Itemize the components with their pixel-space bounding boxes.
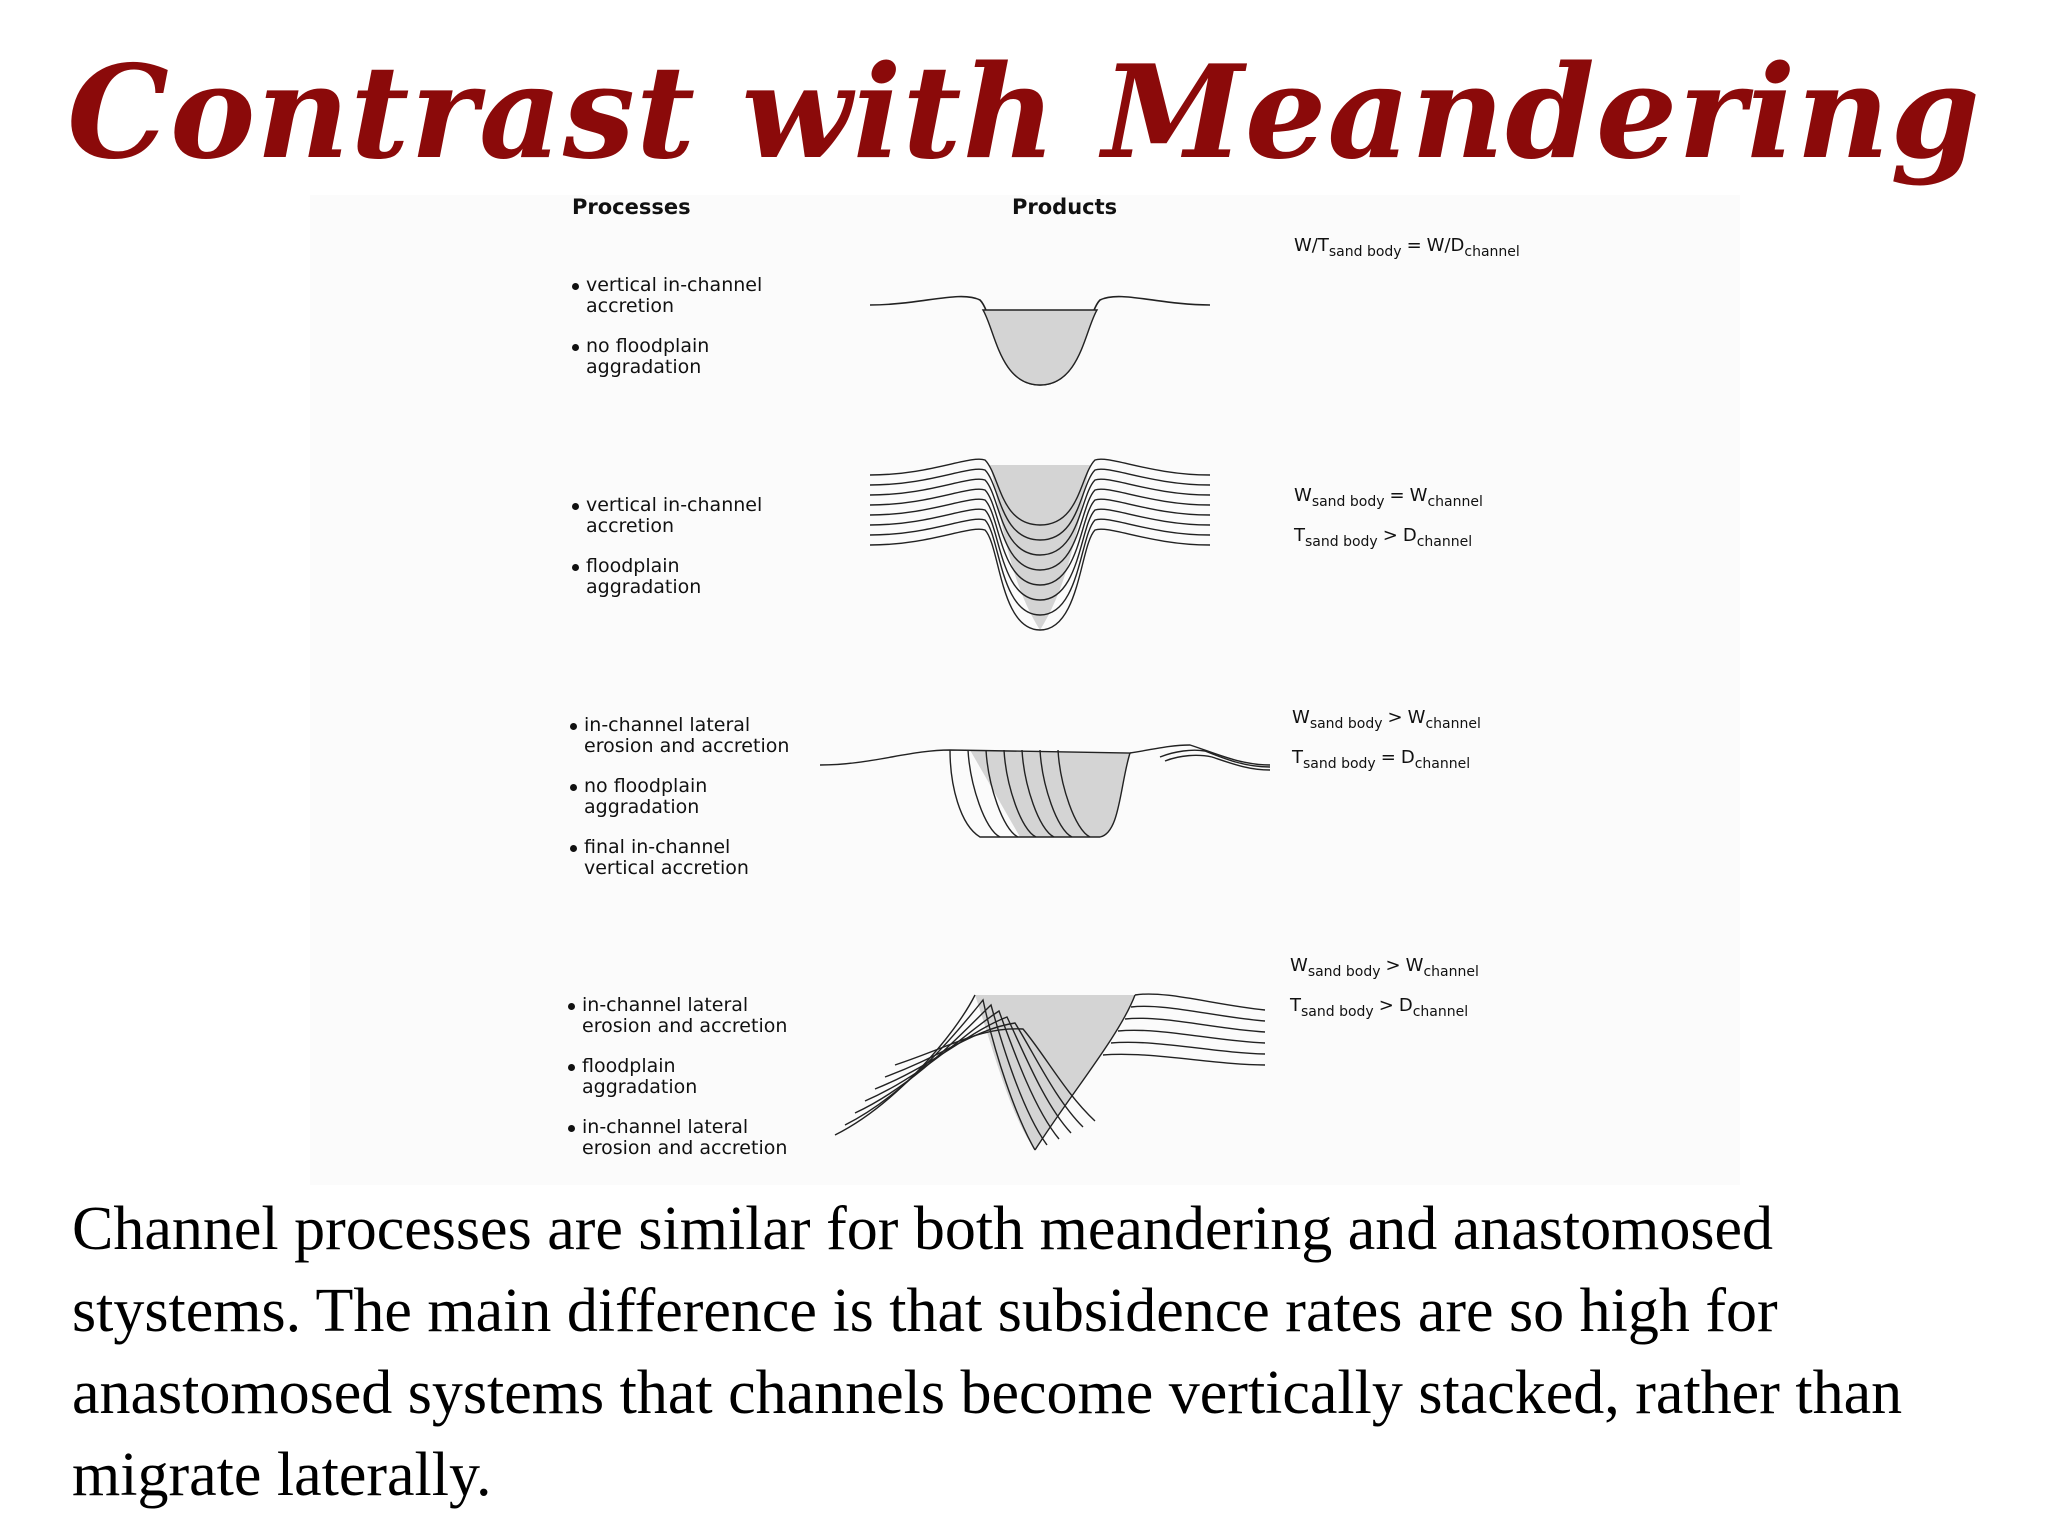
- relation-op: >: [1383, 707, 1408, 728]
- relation-row-2b: Tsand body>Dchannel: [1294, 525, 1472, 550]
- processes-list-row-1: vertical in-channel accretion no floodpl…: [570, 275, 762, 397]
- relation-row-4a: Wsand body>Wchannel: [1290, 955, 1479, 980]
- relation-b: D: [1403, 525, 1417, 546]
- relation-b: D: [1399, 995, 1413, 1016]
- vertically-stacked-channel-icon: [870, 455, 1210, 635]
- relation-b-sub: channel: [1413, 1004, 1468, 1020]
- process-item: vertical in-channel accretion: [570, 495, 762, 537]
- relation-b: W/D: [1427, 235, 1465, 256]
- relation-op: =: [1385, 485, 1410, 506]
- relation-a: W: [1292, 707, 1310, 728]
- relation-b-sub: channel: [1423, 964, 1478, 980]
- processes-header: Processes: [572, 195, 691, 219]
- relation-row-3a: Wsand body>Wchannel: [1292, 707, 1481, 732]
- processes-list-row-4: in-channel lateral erosion and accretion…: [566, 995, 787, 1178]
- relation-a-sub: sand body: [1305, 534, 1378, 550]
- process-item: floodplain aggradation: [570, 556, 762, 598]
- process-item: final in-channel vertical accretion: [568, 837, 789, 879]
- relation-row-4b: Tsand body>Dchannel: [1290, 995, 1468, 1020]
- relation-b-sub: channel: [1425, 716, 1480, 732]
- relation-a: T: [1290, 995, 1301, 1016]
- relation-row-1: W/Tsand body=W/Dchannel: [1294, 235, 1520, 260]
- slide-caption: Channel processes are similar for both m…: [72, 1188, 1992, 1516]
- relation-b-sub: channel: [1464, 244, 1519, 260]
- relation-b-sub: channel: [1415, 756, 1470, 772]
- process-item: floodplain aggradation: [566, 1056, 787, 1098]
- relation-a-sub: sand body: [1301, 1004, 1374, 1020]
- process-item: in-channel lateral erosion and accretion: [566, 1117, 787, 1159]
- slide-title: Contrast with Meandering: [0, 38, 2048, 188]
- relation-row-3b: Tsand body=Dchannel: [1292, 747, 1470, 772]
- climbing-lateral-accretion-icon: [835, 995, 1265, 1155]
- relation-a-sub: sand body: [1329, 244, 1402, 260]
- relation-op: >: [1378, 525, 1403, 546]
- relation-op: >: [1381, 955, 1406, 976]
- relation-a: T: [1294, 525, 1305, 546]
- relation-b: W: [1406, 955, 1424, 976]
- relation-a: W/T: [1294, 235, 1329, 256]
- processes-list-row-2: vertical in-channel accretion floodplain…: [570, 495, 762, 617]
- relation-op: >: [1374, 995, 1399, 1016]
- processes-list-row-3: in-channel lateral erosion and accretion…: [568, 715, 789, 898]
- relation-row-2a: Wsand body=Wchannel: [1294, 485, 1483, 510]
- relation-b: W: [1408, 707, 1426, 728]
- process-item: no floodplain aggradation: [568, 776, 789, 818]
- process-item: vertical in-channel accretion: [570, 275, 762, 317]
- relation-op: =: [1402, 235, 1427, 256]
- relation-b-sub: channel: [1417, 534, 1472, 550]
- relation-op: =: [1376, 747, 1401, 768]
- relation-a-sub: sand body: [1310, 716, 1383, 732]
- relation-b-sub: channel: [1427, 494, 1482, 510]
- relation-a: W: [1294, 485, 1312, 506]
- process-item: no floodplain aggradation: [570, 336, 762, 378]
- single-channel-fill-icon: [870, 275, 1210, 395]
- process-item: in-channel lateral erosion and accretion: [566, 995, 787, 1037]
- relation-a: T: [1292, 747, 1303, 768]
- process-product-figure: Processes Products vertical in-channel a…: [310, 195, 1740, 1185]
- relation-b: D: [1401, 747, 1415, 768]
- relation-a-sub: sand body: [1312, 494, 1385, 510]
- relation-b: W: [1410, 485, 1428, 506]
- process-item: in-channel lateral erosion and accretion: [568, 715, 789, 757]
- relation-a: W: [1290, 955, 1308, 976]
- products-header: Products: [1012, 195, 1117, 219]
- relation-a-sub: sand body: [1303, 756, 1376, 772]
- relation-a-sub: sand body: [1308, 964, 1381, 980]
- lateral-accretion-sheet-icon: [820, 745, 1270, 845]
